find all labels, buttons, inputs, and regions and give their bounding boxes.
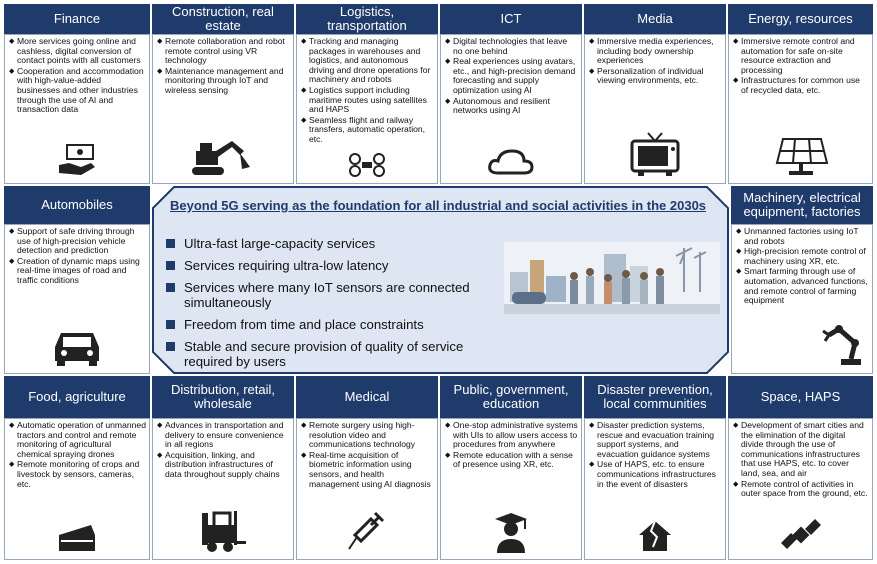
sector-item: Infrastructures for common use of recycl… (733, 76, 869, 95)
sector-machinery: Machinery, electrical equipment, factori… (731, 186, 873, 374)
sector-item: Remote collaboration and robot remote co… (157, 36, 290, 66)
sector-logistics: Logistics, transportation Tracking and m… (296, 4, 438, 184)
feature-item: Ultra-fast large-capacity services (166, 236, 506, 251)
sector-item: High-precision remote control of machine… (736, 246, 869, 266)
excavator-icon (152, 137, 294, 182)
sector-media: Media Immersive media experiences, inclu… (584, 4, 726, 184)
sector-title: Machinery, electrical equipment, factori… (731, 186, 873, 224)
sector-item: Automatic operation of unmanned tractors… (9, 420, 146, 459)
sector-space-haps: Space, HAPS Development of smart cities … (728, 376, 873, 560)
sector-item: Smart farming through use of automation,… (736, 267, 869, 305)
sector-food-agriculture: Food, agriculture Automatic operation of… (4, 376, 150, 560)
sector-ict: ICT Digital technologies that leave no o… (440, 4, 582, 184)
sector-item: Unmanned factories using IoT and robots (736, 226, 869, 246)
sector-item: Cooperation and accommodation with high-… (9, 66, 146, 115)
sector-title: Disaster prevention, local communities (584, 376, 726, 418)
sector-item: Personalization of individual viewing en… (589, 66, 722, 86)
sector-title: Finance (4, 4, 150, 34)
sector-item: Seamless flight and railway transfers, a… (301, 115, 434, 145)
syringe-icon (296, 509, 438, 558)
sector-construction: Construction, real estate Remote collabo… (152, 4, 294, 184)
solar-panel-icon (728, 135, 873, 182)
sector-item: Acquisition, linking, and distribution i… (157, 450, 290, 480)
car-icon (4, 327, 150, 372)
feature-item: Services where many IoT sensors are conn… (166, 280, 506, 310)
sector-distribution: Distribution, retail, wholesale Advances… (152, 376, 294, 560)
money-hand-icon (4, 143, 150, 182)
sector-item: Autonomous and resilient networks using … (445, 96, 578, 116)
sector-title: Space, HAPS (728, 376, 873, 418)
sector-item: Advances in transportation and delivery … (157, 420, 290, 450)
feature-item: Services requiring ultra-low latency (166, 258, 506, 273)
sector-item: Immersive remote control and automation … (733, 36, 869, 75)
feature-item: Freedom from time and place constraints (166, 317, 506, 332)
sector-title: Medical (296, 376, 438, 418)
sector-item: Support of safe driving through use of h… (9, 226, 146, 256)
sector-title: Energy, resources (728, 4, 873, 34)
damaged-house-icon (584, 517, 726, 558)
sector-item: Remote surgery using high-resolution vid… (301, 420, 434, 450)
sector-title: Media (584, 4, 726, 34)
feature-item: Stable and secure provision of quality o… (166, 339, 506, 369)
sector-item: Real-time acquisition of biometric infor… (301, 450, 434, 489)
central-panel: Beyond 5G serving as the foundation for … (152, 186, 729, 374)
sector-title: ICT (440, 4, 582, 34)
sector-item: Creation of dynamic maps using real-time… (9, 256, 146, 286)
sector-item: Digital technologies that leave no one b… (445, 36, 578, 56)
sector-item: More services going online and cashless,… (9, 36, 146, 66)
sector-title: Construction, real estate (152, 4, 294, 34)
cloud-icon (440, 147, 582, 182)
sector-item: Tracking and managing packages in wareho… (301, 36, 434, 85)
satellite-icon (728, 519, 873, 558)
tv-icon (584, 131, 726, 182)
sector-item: Remote education with a sense of presenc… (445, 450, 578, 470)
graduate-icon (440, 509, 582, 558)
cake-icon (4, 521, 150, 558)
sector-item: Immersive media experiences, including b… (589, 36, 722, 66)
sector-item: Logistics support including maritime rou… (301, 85, 434, 115)
sector-title: Automobiles (4, 186, 150, 224)
city-people-illustration (504, 242, 720, 314)
sector-item: Development of smart cities and the elim… (733, 420, 869, 479)
robot-arm-icon (731, 319, 873, 372)
sector-finance: Finance More services going online and c… (4, 4, 150, 184)
sector-title: Distribution, retail, wholesale (152, 376, 294, 418)
sector-automobiles: Automobiles Support of safe driving thro… (4, 186, 150, 374)
forklift-icon (152, 507, 294, 558)
sector-item: Remote monitoring of crops and livestock… (9, 460, 146, 489)
central-octagon-shape (152, 186, 729, 374)
sector-item: One-stop administrative systems with UIs… (445, 420, 578, 450)
sector-title: Food, agriculture (4, 376, 150, 418)
sector-medical: Medical Remote surgery using high-resolu… (296, 376, 438, 560)
drone-icon (296, 153, 438, 182)
sector-disaster-prevention: Disaster prevention, local communities D… (584, 376, 726, 560)
sector-title: Public, government, education (440, 376, 582, 418)
sector-energy: Energy, resources Immersive remote contr… (728, 4, 873, 184)
sector-item: Use of HAPS, etc. to ensure communicatio… (589, 460, 722, 489)
sector-public-education: Public, government, education One-stop a… (440, 376, 582, 560)
central-title: Beyond 5G serving as the foundation for … (170, 198, 707, 213)
sector-item: Maintenance management and monitoring th… (157, 66, 290, 96)
sector-item: Remote control of activities in outer sp… (733, 479, 869, 499)
sector-item: Disaster prediction systems, rescue and … (589, 420, 722, 459)
sector-item: Real experiences using avatars, etc., an… (445, 56, 578, 95)
sector-title: Logistics, transportation (296, 4, 438, 34)
